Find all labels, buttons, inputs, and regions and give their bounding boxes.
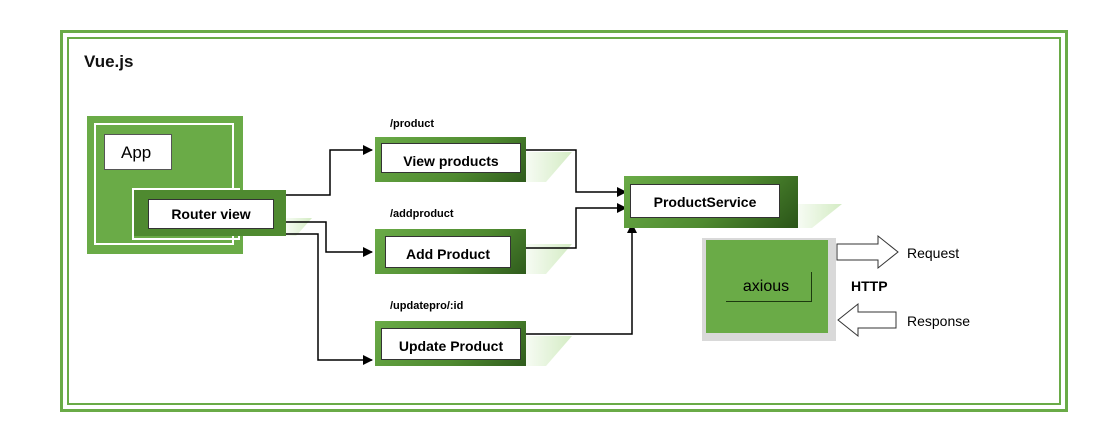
vuejs-inner-frame bbox=[67, 37, 1061, 405]
request-arrow-icon bbox=[836, 234, 899, 270]
service-shadow bbox=[798, 204, 842, 228]
axious-box bbox=[706, 240, 828, 333]
response-arrow-icon bbox=[837, 302, 897, 338]
view-products-label: View products bbox=[381, 143, 521, 173]
add-product-label: Add Product bbox=[385, 236, 511, 268]
update-product-label: Update Product bbox=[381, 328, 521, 360]
update-product-shadow bbox=[526, 336, 572, 366]
edge-router-to-view bbox=[286, 145, 373, 196]
add-product-shadow bbox=[526, 244, 572, 274]
frame-title: Vue.js bbox=[84, 52, 134, 71]
route-path-updatepro: /updatepro/:id bbox=[390, 300, 464, 312]
edge-view-to-service bbox=[526, 149, 627, 197]
edge-update-to-service bbox=[526, 223, 637, 335]
route-path-product: /product bbox=[390, 118, 434, 130]
vuejs-outer-frame bbox=[60, 30, 1068, 412]
app-label: App bbox=[104, 134, 172, 170]
product-service-label: ProductService bbox=[630, 184, 780, 218]
edge-router-to-add bbox=[286, 221, 373, 257]
app-inner-border bbox=[94, 123, 234, 245]
axious-label: axious bbox=[742, 278, 790, 295]
response-label: Response bbox=[907, 313, 971, 329]
router-view-label: Router view bbox=[148, 199, 274, 229]
request-label: Request bbox=[907, 245, 960, 261]
http-label: HTTP bbox=[851, 278, 888, 294]
view-products-shadow bbox=[526, 152, 572, 182]
edge-router-to-update bbox=[254, 233, 373, 365]
route-path-addproduct: /addproduct bbox=[390, 208, 454, 220]
edge-add-to-service bbox=[526, 203, 627, 249]
axious-inner-frame bbox=[726, 272, 812, 302]
